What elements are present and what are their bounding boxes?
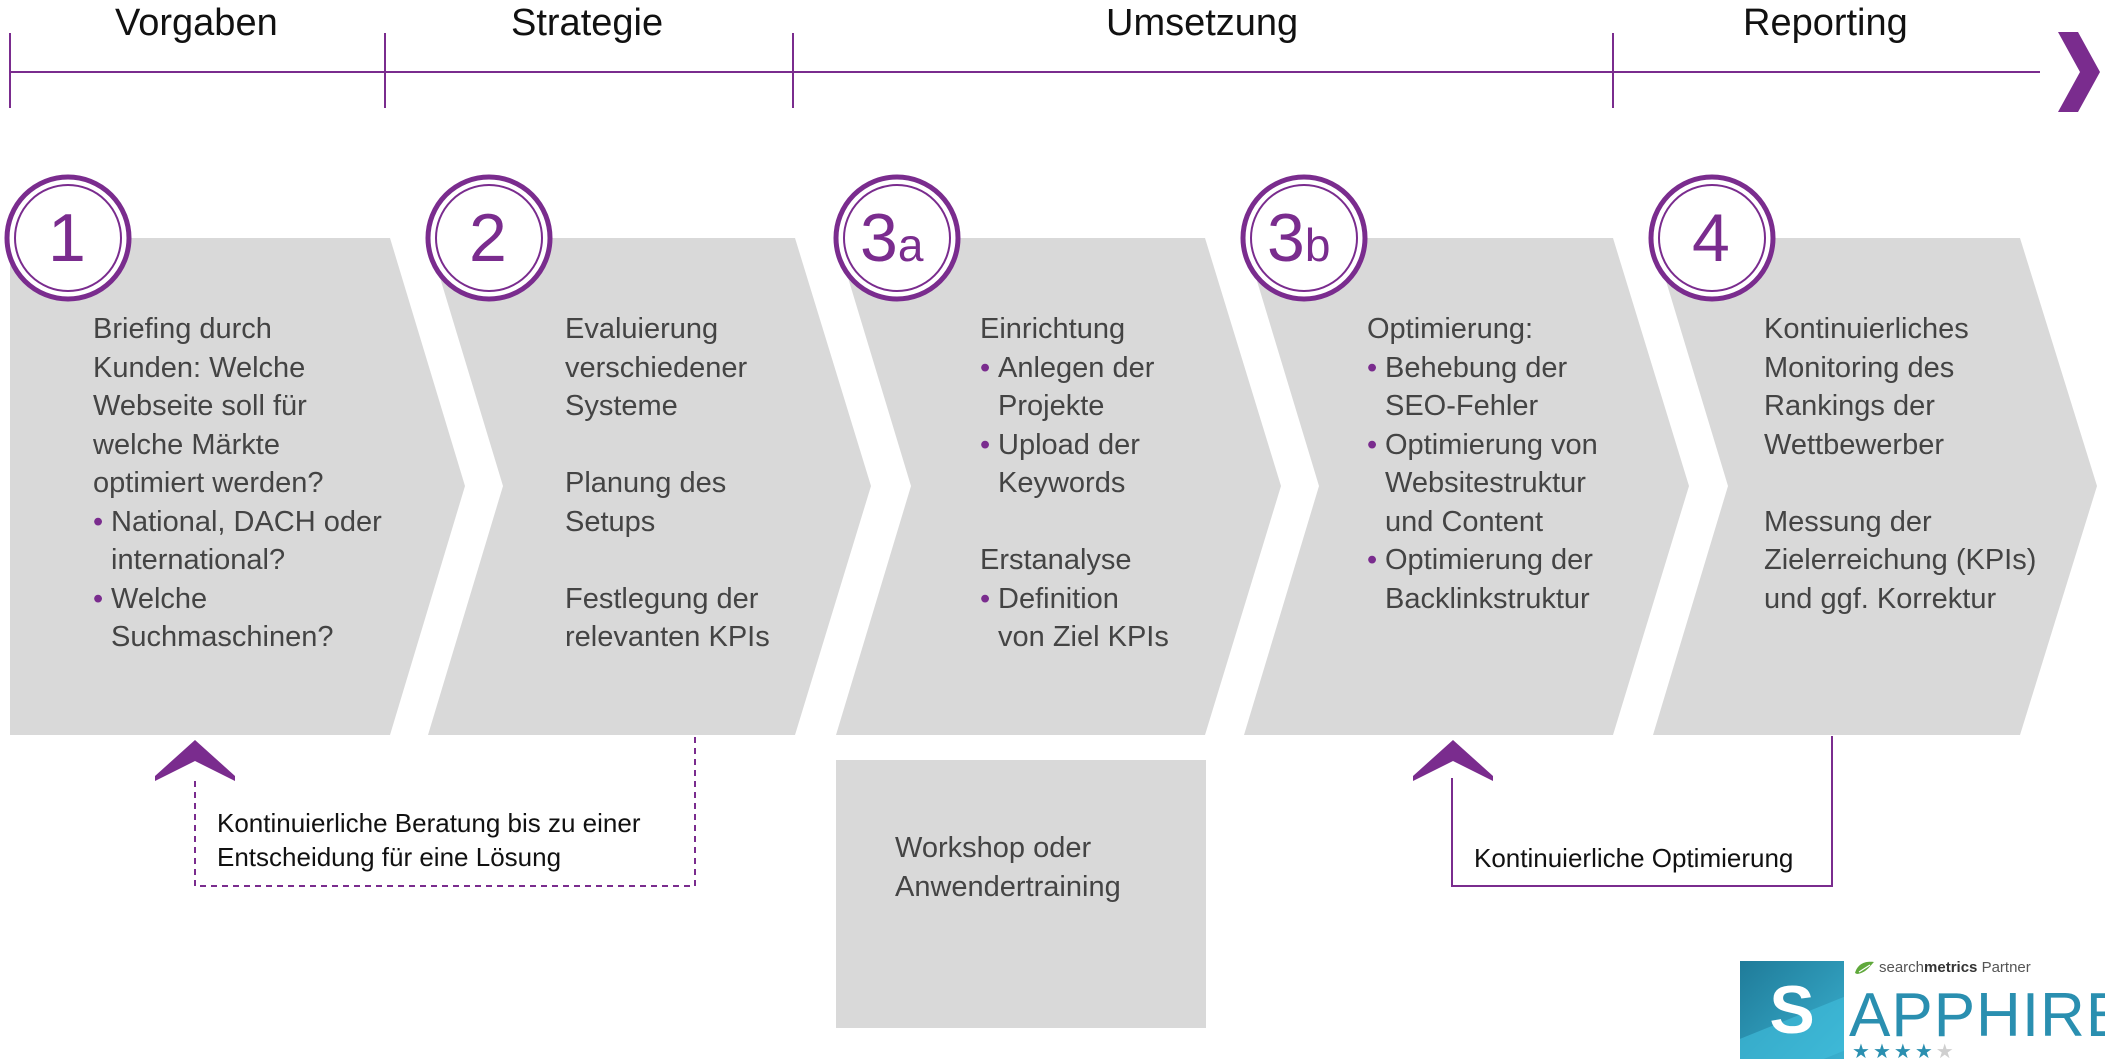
searchmetrics-partner-text: searchmetrics Partner <box>1879 959 2031 976</box>
star-icon: ★ <box>1893 1041 1915 1063</box>
process-chevrons <box>4 174 2097 735</box>
feedback-connectors <box>155 736 1833 887</box>
step-1-text: Briefing durch Kunden: Welche Webseite s… <box>93 310 382 657</box>
searchmetrics-leaf-icon <box>1855 961 1874 974</box>
step-circle-2 <box>425 174 553 302</box>
step-number-4: 4 <box>1692 200 1730 276</box>
step-circle-3b <box>1240 174 1368 302</box>
timeline-arrowhead <box>2058 32 2100 112</box>
step-circle-1 <box>4 174 132 302</box>
up-arrow-icon <box>1413 740 1493 781</box>
up-arrow-icon <box>155 740 235 781</box>
optimization-loop-line <box>1451 736 1833 887</box>
phase-label-reporting: Reporting <box>1743 2 1908 44</box>
optimization-note: Kontinuierliche Optimierung <box>1474 843 1794 873</box>
logo-rating-stars: ★★★★★ <box>1852 1042 1957 1062</box>
star-icon: ★ <box>1914 1041 1936 1063</box>
logo-s-badge: S <box>1740 961 1844 1059</box>
step-4-text: Kontinuierliches Monitoring des Rankings… <box>1764 313 2037 615</box>
step-number-3b: 3b <box>1267 200 1331 276</box>
chevron-step-4 <box>1653 238 2097 735</box>
chevron-step-1 <box>10 238 465 735</box>
phase-label-vorgaben: Vorgaben <box>115 2 278 44</box>
phase-label-umsetzung: Umsetzung <box>1106 2 1299 44</box>
consulting-note: Kontinuierliche Beratung bis zu einer En… <box>217 808 641 872</box>
phase-label-strategie: Strategie <box>511 2 664 44</box>
step-number-2: 2 <box>469 200 507 276</box>
consulting-loop-line <box>194 736 696 887</box>
sapphire-logo: searchmetrics Partner S APPHIRE ★★★★★ <box>1740 955 2105 1062</box>
step-suffix-3b: b <box>1304 219 1331 271</box>
star-icon: ★ <box>1852 1041 1873 1063</box>
workshop-box <box>836 760 1206 1028</box>
workshop-box-text: Workshop oder Anwendertraining <box>895 832 1121 903</box>
logo-wordmark: APPHIRE <box>1849 981 2105 1050</box>
star-icon: ★ <box>1935 1041 1957 1063</box>
star-icon: ★ <box>1872 1041 1894 1063</box>
step-circle-4 <box>1648 174 1776 302</box>
step-number-3a: 3a <box>860 200 924 276</box>
step-2-text: Evaluierung verschiedener Systeme Planun… <box>565 313 770 653</box>
chevron-step-2 <box>428 238 871 735</box>
chevron-step-3b <box>1244 238 1689 735</box>
step-number-1: 1 <box>48 200 86 276</box>
step-suffix-3a: a <box>897 219 924 271</box>
timeline <box>9 32 2100 112</box>
step-circle-3a <box>833 174 961 302</box>
chevron-step-3a <box>836 238 1281 735</box>
